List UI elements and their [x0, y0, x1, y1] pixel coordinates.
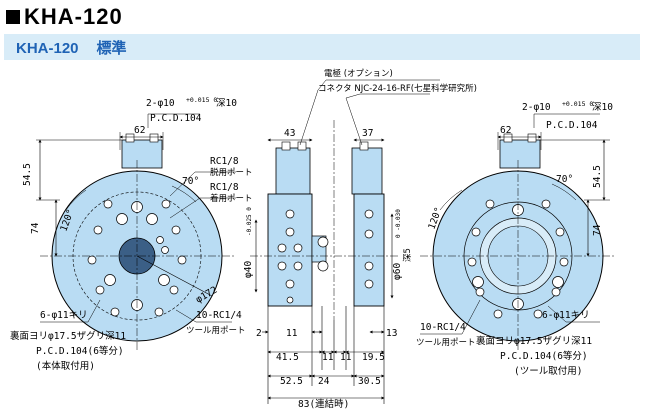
mid-dim-19-5: 19.5 — [362, 352, 385, 363]
mid-electrode: 電極 (オプション) — [324, 68, 393, 79]
left-rc18-b: RC1/8 — [210, 182, 239, 193]
left-rc14: 10-RC1/4 — [196, 310, 242, 321]
mid-connector: コネクタ NJC-24-16-RF(七星科学研究所) — [318, 83, 477, 94]
subtitle-tag: 標準 — [96, 40, 127, 57]
left-hole-depth: 深10 — [216, 98, 237, 109]
mid-depth-5: 深5 — [403, 248, 413, 262]
mid-dia-60: φ60 — [392, 263, 403, 280]
right-rc14: 10-RC1/4 — [420, 322, 466, 333]
middle-view: 電極 (オプション) コネクタ NJC-24-16-RF(七星科学研究所) 43… — [243, 68, 477, 410]
left-dim-62: 62 — [134, 125, 145, 136]
subtitle-model: KHA-120 — [16, 40, 79, 57]
mid-dim-11a: 11 — [286, 328, 298, 339]
mid-dia-40-tol: -0.025 0 — [246, 207, 253, 236]
title-square-icon — [6, 10, 20, 24]
mid-dia-40: φ40 — [243, 261, 254, 278]
right-bolt-pcd: P.C.D.104(6等分) — [500, 350, 588, 362]
left-bolt-note: (本体取付用) — [36, 360, 95, 372]
right-rc14-note: ツール用ポート — [416, 338, 476, 348]
left-bolt-pcd: P.C.D.104(6等分) — [36, 345, 124, 357]
left-angle-70: 70° — [182, 176, 199, 187]
right-pcd: P.C.D.104 — [546, 120, 598, 131]
mid-dim-11b: 11 — [322, 352, 334, 363]
right-hole-tol: +0.015 0 — [562, 100, 593, 108]
right-bolt-note: (ツール取付用) — [514, 366, 582, 377]
right-bolt-counter: 裏面ヨリφ17.5ザグリ深11 — [476, 335, 592, 347]
mid-dim-11c: 11 — [340, 352, 352, 363]
right-dim-62: 62 — [500, 125, 511, 136]
right-hole-depth: 深10 — [592, 102, 613, 113]
mid-dim-52-5: 52.5 — [280, 376, 303, 387]
left-pcd: P.C.D.104 — [150, 113, 202, 124]
title-block: KHA-120 — [6, 4, 123, 30]
right-bolt: 6-φ11キリ — [542, 310, 590, 321]
mid-dim-37: 37 — [362, 128, 373, 139]
left-view: 2-φ10 +0.015 0 深10 P.C.D.104 62 54.5 74 … — [10, 96, 253, 372]
page-title: KHA-120 — [24, 4, 123, 29]
left-rc18-b-note: 着用ポート — [210, 193, 253, 204]
right-view: 2-φ10 +0.015 0 深10 P.C.D.104 62 54.5 74 … — [416, 100, 616, 377]
mid-dia-60-tol: 0 -0.030 — [395, 209, 402, 238]
right-angle-70: 70° — [556, 174, 573, 185]
left-bolt-counter: 裏面ヨリφ17.5ザグリ深11 — [10, 330, 126, 342]
right-dim-54-5: 54.5 — [592, 165, 603, 188]
mid-dim-13: 13 — [386, 328, 397, 339]
subtitle: KHA-120 標準 — [16, 37, 127, 58]
subtitle-band: KHA-120 標準 — [4, 34, 640, 60]
left-rc18-a-note: 脱用ポート — [210, 167, 253, 178]
mid-dim-43: 43 — [284, 128, 295, 139]
right-dim-74: 74 — [592, 224, 603, 236]
right-hole-spec: 2-φ10 — [522, 102, 551, 113]
mid-dim-2: 2 — [256, 328, 262, 339]
left-bolt: 6-φ11キリ — [40, 310, 88, 321]
mid-dim-24: 24 — [318, 376, 330, 387]
left-sensor-block — [121, 139, 163, 169]
left-rc14-note: ツール用ポート — [186, 326, 246, 336]
left-rc18-a: RC1/8 — [210, 156, 239, 167]
mid-dim-41-5: 41.5 — [276, 352, 299, 363]
left-dim-74: 74 — [30, 222, 41, 234]
mid-dim-30-5: 30.5 — [358, 376, 381, 387]
left-dim-54-5: 54.5 — [22, 163, 33, 186]
left-hole-tol: +0.015 0 — [186, 96, 217, 104]
left-hole-spec: 2-φ10 — [146, 98, 175, 109]
mid-dim-83: 83(連結時) — [298, 398, 349, 410]
